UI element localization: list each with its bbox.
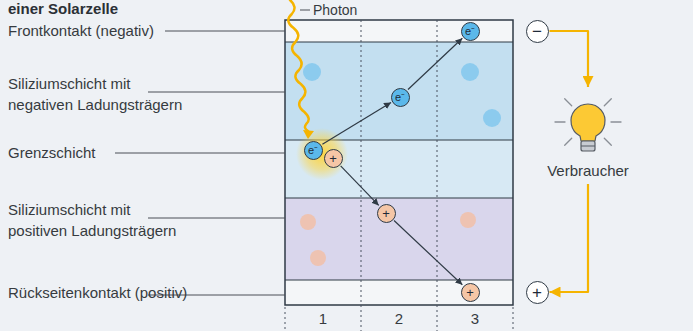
light-bulb bbox=[555, 99, 621, 151]
negative-carrier-dots bbox=[303, 63, 501, 127]
carrier-path-arrow bbox=[394, 221, 462, 285]
absorption-glow bbox=[296, 128, 348, 180]
charge-symbol: + bbox=[532, 284, 542, 301]
electron: e⁻ bbox=[304, 141, 323, 160]
positive-terminal: + bbox=[526, 281, 549, 304]
electron: e⁻ bbox=[461, 22, 480, 41]
hole: + bbox=[461, 283, 480, 302]
cell-layers bbox=[285, 20, 513, 305]
consumer-label: Verbraucher bbox=[534, 160, 642, 182]
cell-outline bbox=[285, 20, 513, 305]
circuit-wire bbox=[550, 31, 589, 87]
column-dividers bbox=[285, 20, 513, 331]
charge-symbol: e⁻ bbox=[465, 26, 475, 37]
part-label: Siliziumschicht mit positiven Ladungsträ… bbox=[8, 199, 188, 241]
column-number: 2 bbox=[389, 310, 409, 328]
hole: + bbox=[324, 149, 343, 168]
photon-arrowhead bbox=[303, 130, 314, 139]
part-label: Siliziumschicht mit negativen Ladungsträ… bbox=[8, 73, 188, 115]
column-number: 3 bbox=[465, 310, 485, 328]
carrier-path-arrow bbox=[408, 38, 462, 89]
positive-silicon-band bbox=[285, 198, 513, 280]
photon-label: Photon bbox=[313, 1, 357, 19]
charge-symbol: + bbox=[382, 207, 390, 220]
electron: e⁻ bbox=[391, 88, 410, 107]
carrier-path-arrow bbox=[341, 166, 379, 206]
negative-terminal: − bbox=[526, 20, 549, 43]
photon-wave bbox=[288, 0, 308, 131]
charge-symbol: + bbox=[466, 286, 474, 299]
charge-symbol: − bbox=[532, 23, 542, 40]
circuit-wire bbox=[550, 184, 589, 292]
part-label: Rückseitenkontakt (positiv) bbox=[8, 282, 188, 303]
part-label: Frontkontakt (negativ) bbox=[8, 20, 188, 41]
consumer-bulb: Verbraucher bbox=[534, 88, 642, 182]
negative-silicon-band bbox=[285, 42, 513, 140]
carrier-path-arrow bbox=[322, 102, 391, 144]
band-borders bbox=[285, 42, 513, 280]
front-contact-band bbox=[285, 20, 513, 42]
charge-symbol: + bbox=[329, 152, 337, 165]
back-contact-band bbox=[285, 280, 513, 305]
column-number: 1 bbox=[313, 310, 333, 328]
hole: + bbox=[377, 204, 396, 223]
part-label: Grenzschicht bbox=[8, 142, 188, 163]
charge-symbol: e⁻ bbox=[308, 145, 318, 156]
leader-lines bbox=[115, 10, 310, 295]
charge-symbol: e⁻ bbox=[395, 92, 405, 103]
diagram-title: einer Solarzelle bbox=[8, 0, 118, 18]
